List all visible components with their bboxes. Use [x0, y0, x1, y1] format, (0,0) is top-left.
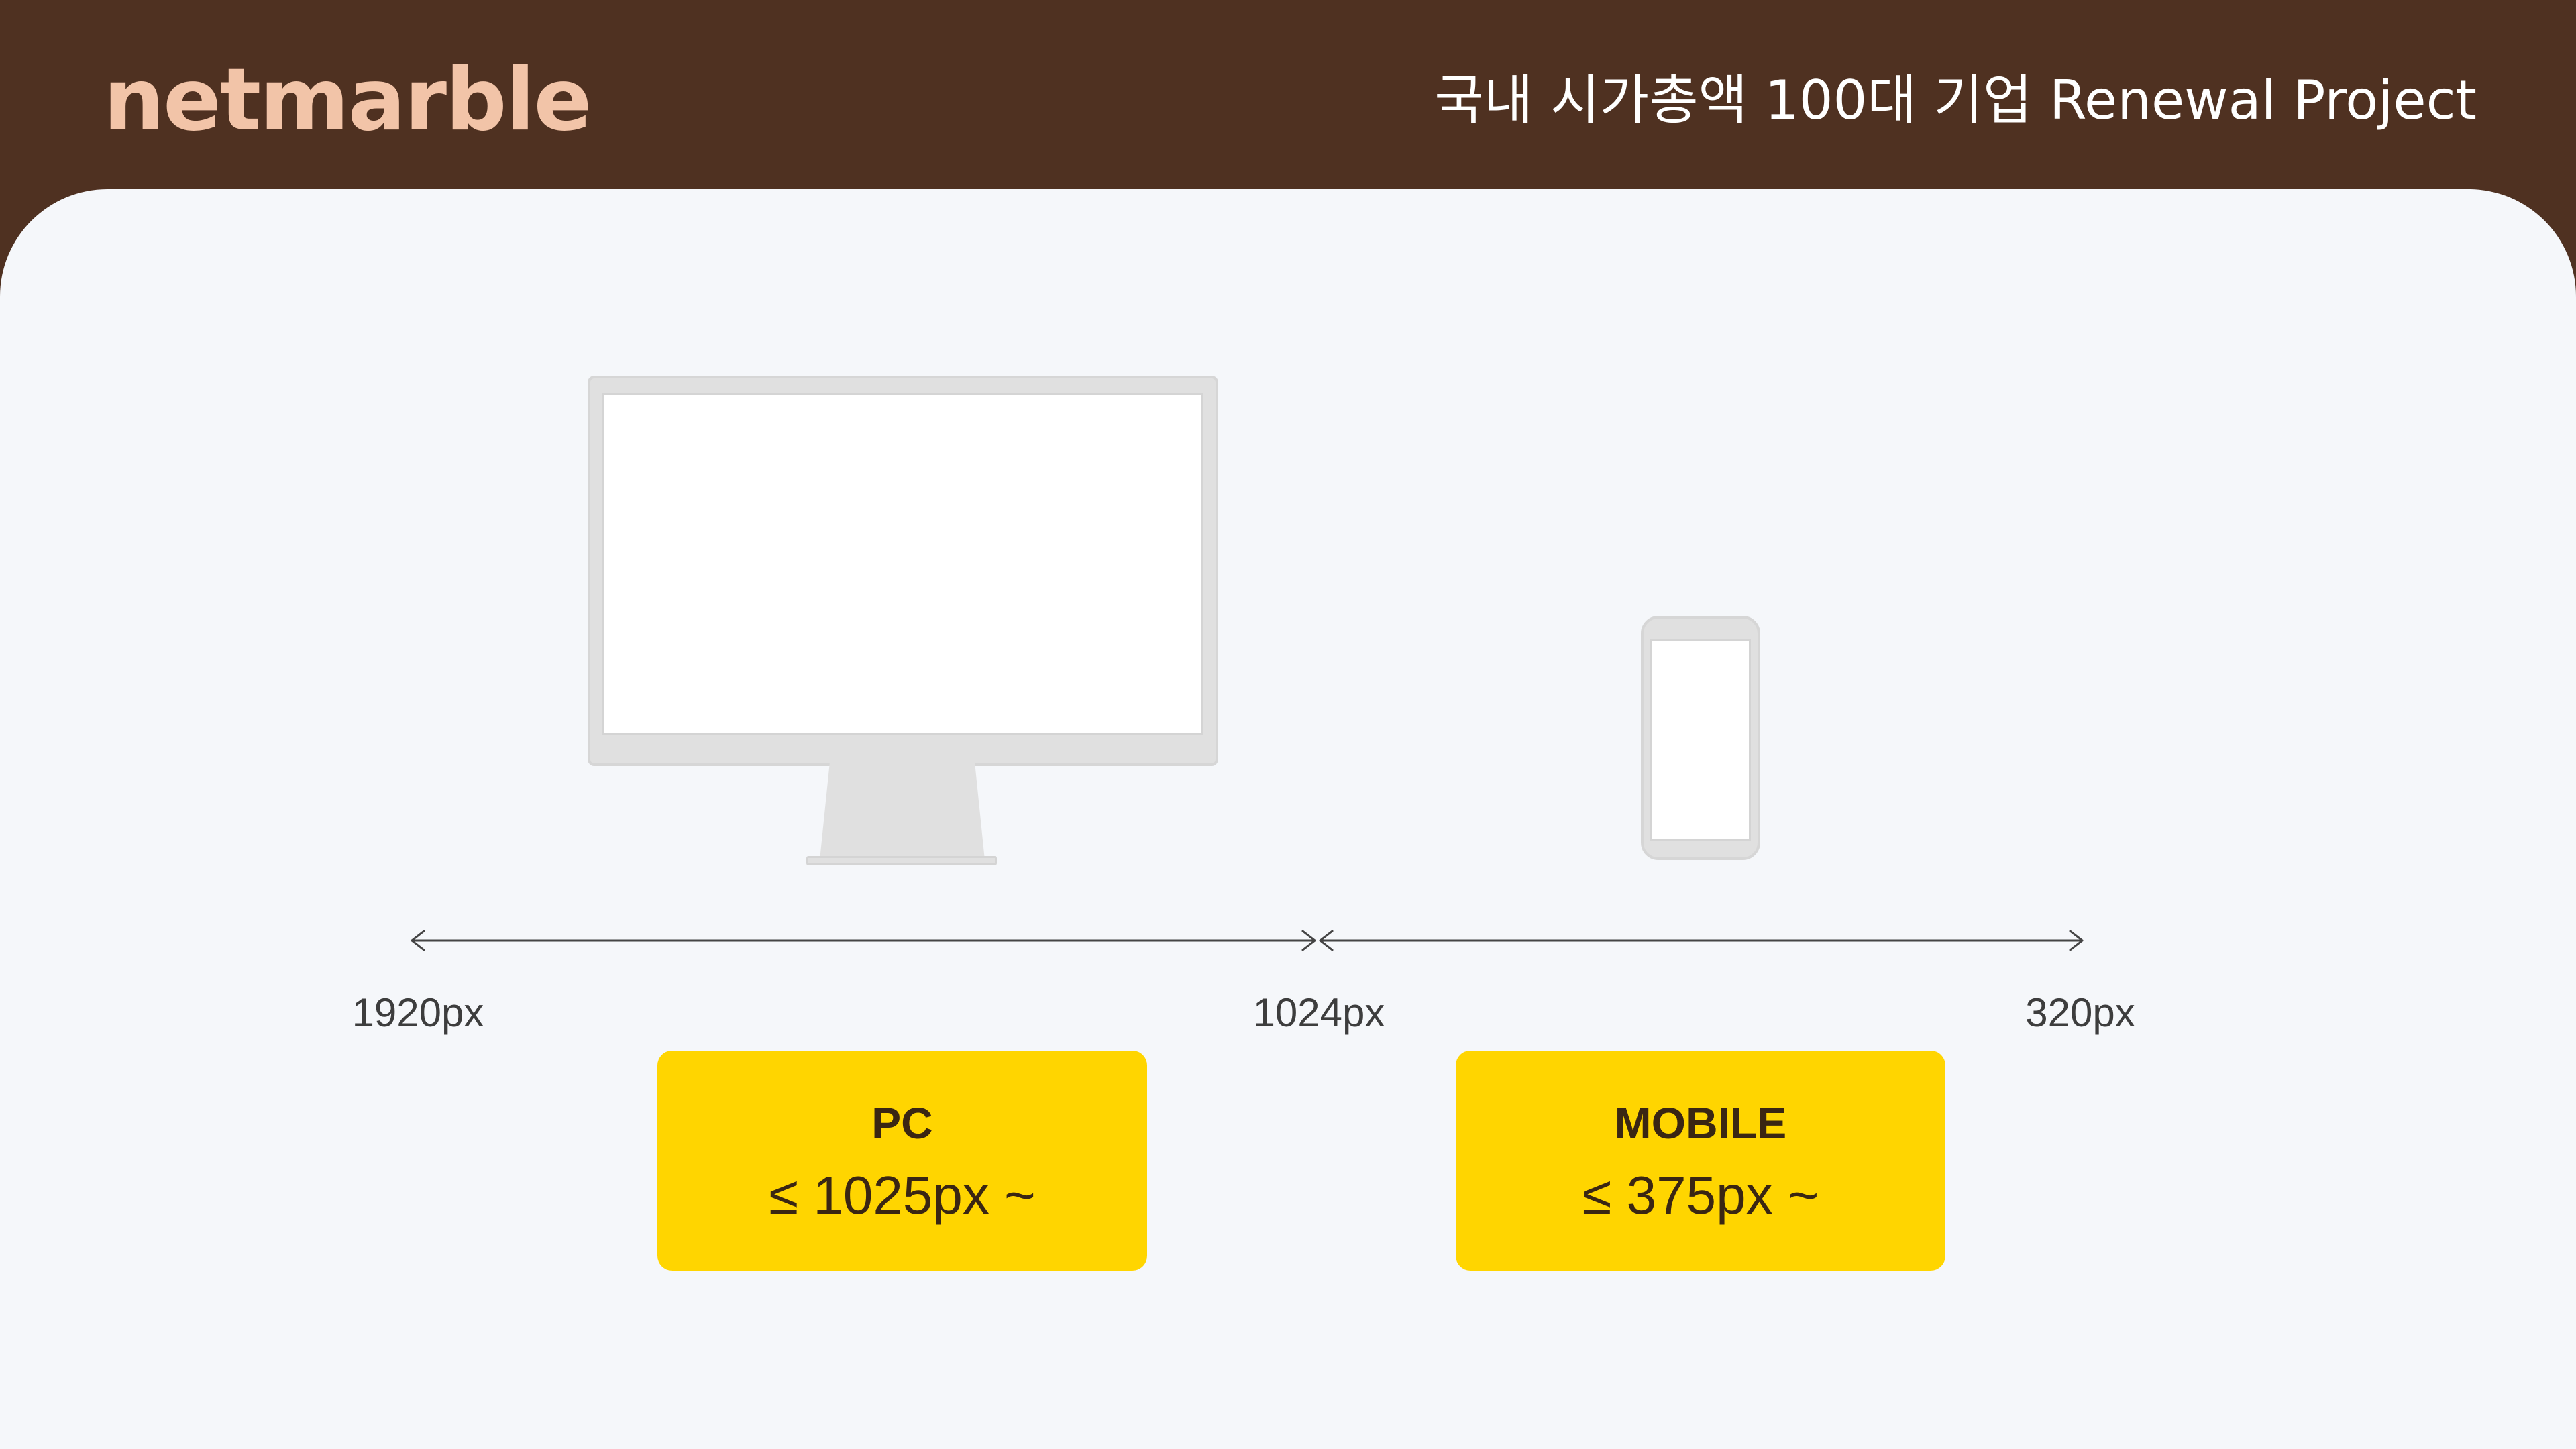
header-bar: netmarble 국내 시가총액 100대 기업 Renewal Projec…	[0, 0, 2576, 191]
mobile-breakpoint-card: MOBILE ≤ 375px ~	[1456, 1051, 1945, 1271]
content-panel	[0, 189, 2576, 1449]
phone-screen	[1650, 639, 1751, 841]
pc-card-title: PC	[871, 1098, 933, 1148]
netmarble-logo: netmarble	[103, 50, 592, 150]
mobile-card-title: MOBILE	[1614, 1098, 1787, 1148]
arrow-head-320	[2069, 930, 2084, 951]
mobile-card-range: ≤ 375px ~	[1582, 1165, 1819, 1225]
phone-icon	[1641, 616, 1760, 860]
project-title: 국내 시가총액 100대 기업 Renewal Project	[1434, 69, 2477, 131]
monitor-stand	[820, 763, 985, 860]
breakpoint-label-1920: 1920px	[352, 990, 484, 1035]
monitor-icon	[588, 376, 1218, 766]
arrow-head-1024-left	[1319, 930, 1334, 951]
monitor-screen	[602, 393, 1203, 735]
pc-card-range: ≤ 1025px ~	[769, 1165, 1036, 1225]
breakpoint-label-320: 320px	[2025, 990, 2135, 1035]
arrow-head-1920	[411, 930, 425, 951]
breakpoint-label-1024: 1024px	[1252, 990, 1385, 1035]
arrow-head-1024-right	[1301, 930, 1316, 951]
monitor-base	[806, 856, 997, 865]
pc-breakpoint-card: PC ≤ 1025px ~	[657, 1051, 1147, 1271]
